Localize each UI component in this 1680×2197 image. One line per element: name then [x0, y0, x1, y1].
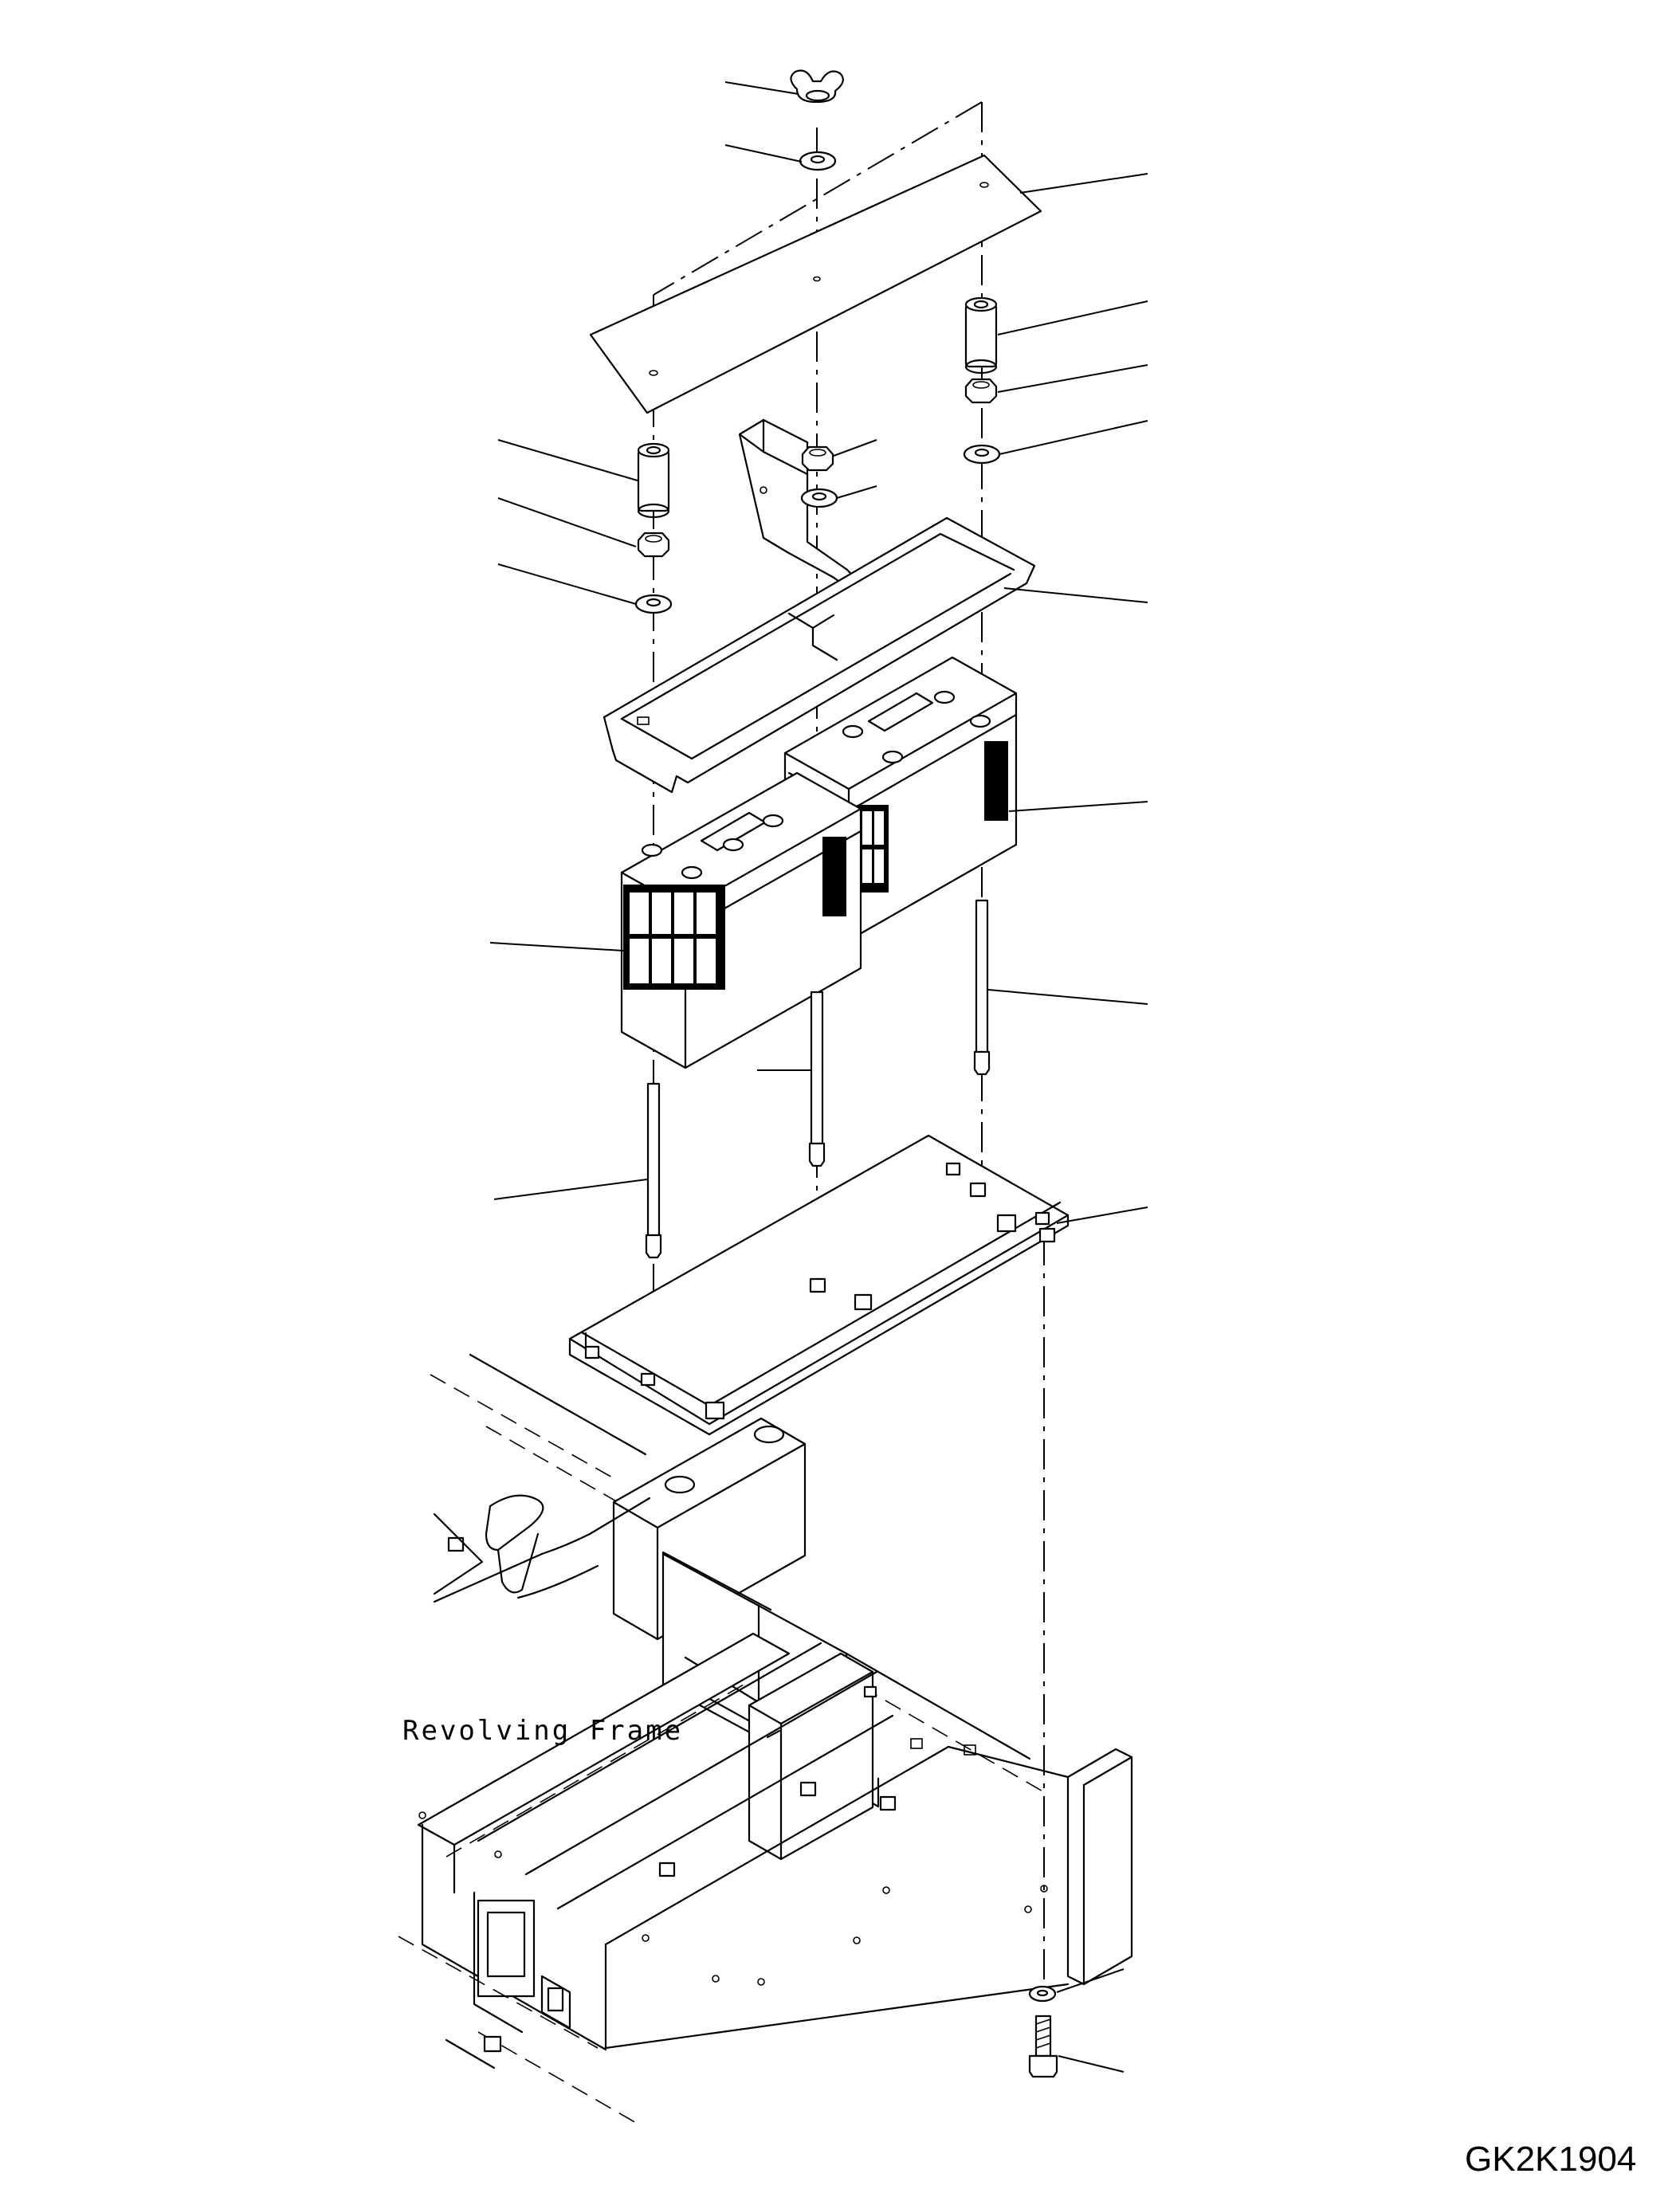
right-washer	[963, 444, 1001, 465]
drawing-code: GK2K1904	[1465, 2140, 1636, 2179]
revolving-frame	[398, 1353, 1133, 2124]
wing-nut	[790, 69, 844, 104]
bottom-washer	[1028, 1985, 1057, 2003]
right-spacer	[964, 296, 998, 375]
mounting-bolt	[1028, 2015, 1058, 2078]
hold-down-rod-center	[808, 991, 826, 1167]
revolving-frame-label: Revolving Frame	[402, 1715, 683, 1747]
top-washer	[799, 151, 837, 171]
left-washer	[634, 594, 673, 614]
center-bracket	[738, 418, 859, 595]
battery-cover-plate	[589, 154, 1042, 414]
leader-lines	[489, 81, 1148, 2073]
left-nut	[637, 532, 670, 558]
center-washer	[800, 488, 838, 508]
hold-down-rod-right	[973, 899, 991, 1076]
left-spacer	[637, 442, 670, 519]
battery-tray	[568, 1134, 1070, 1436]
hold-down-rod-left	[645, 1082, 662, 1259]
battery-left	[620, 771, 862, 1069]
battery-hold-down-frame	[603, 516, 1036, 794]
center-nut	[801, 445, 834, 472]
right-nut	[964, 378, 998, 404]
